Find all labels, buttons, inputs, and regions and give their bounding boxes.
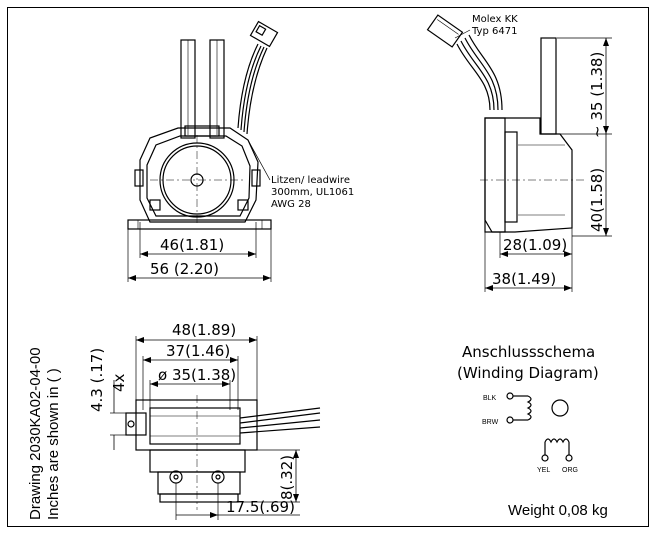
winding-title-en: (Winding Diagram) <box>457 364 599 382</box>
dim-top-width-outer: 48(1.89) <box>172 321 236 339</box>
wire-label-org: ORG <box>562 467 578 474</box>
leadwire-note-line2: 300mm, UL1061 <box>271 187 354 198</box>
dim-side-inner-width: 28(1.09) <box>503 236 567 254</box>
dim-side-tube-height: ~ 35 (1.38) <box>588 52 606 138</box>
drawing-frame <box>7 7 649 527</box>
dim-top-diameter: ø 35(1.38) <box>158 366 236 384</box>
weight-label: Weight 0,08 kg <box>508 502 608 519</box>
winding-title-de: Anschlussschema <box>462 343 595 361</box>
dim-top-hole-offset: 4.3 (.17) <box>88 348 106 412</box>
wire-label-yel: YEL <box>537 467 550 474</box>
side-view <box>426 14 612 292</box>
front-view <box>127 20 279 282</box>
dim-top-hole-count: 4x <box>110 373 128 392</box>
dim-front-outer-width: 56 (2.20) <box>150 260 219 278</box>
dim-side-body-height: 40(1.58) <box>588 168 606 232</box>
dim-side-outer-width: 38(1.49) <box>492 270 556 288</box>
wire-label-brw: BRW <box>482 419 499 426</box>
connector-note-line1: Molex KK <box>472 14 518 25</box>
dim-top-bottom-width: 17.5(.69) <box>226 498 295 516</box>
drawing-id: Drawing 2030KA02-04-00 <box>27 347 44 520</box>
top-view <box>110 336 321 520</box>
leadwire-note-line3: AWG 28 <box>271 199 311 210</box>
winding-diagram <box>506 392 573 462</box>
wire-label-blk: BLK <box>483 395 497 402</box>
dim-front-inner-width: 46(1.81) <box>160 236 224 254</box>
connector-note-line2: Typ 6471 <box>471 26 517 37</box>
dimension-arrows <box>128 38 609 518</box>
leadwire-note-line1: Litzen/ leadwire <box>271 175 350 186</box>
dim-top-width-mid: 37(1.46) <box>166 342 230 360</box>
units-note: Inches are shown in ( ) <box>45 368 62 520</box>
dim-top-depth: 8(.32) <box>278 455 296 500</box>
